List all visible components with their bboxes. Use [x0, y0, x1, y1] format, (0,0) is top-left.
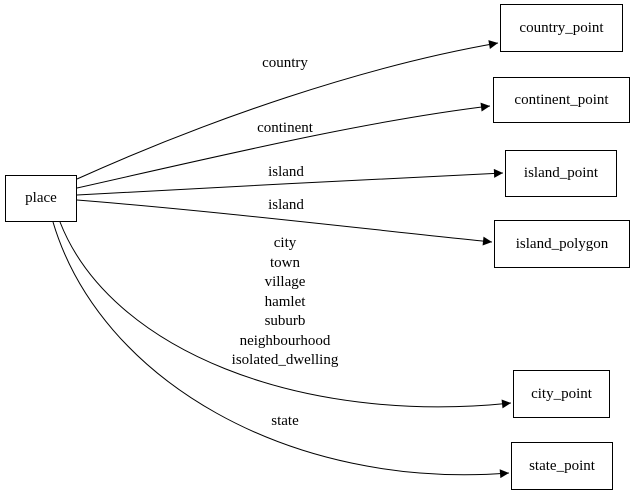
edge-label-city-line: city	[273, 235, 297, 251]
node-island-polygon: island_polygon	[494, 220, 630, 268]
edge-label-island-polygon: island	[268, 197, 304, 213]
edge-place-island-polygon	[76, 199, 493, 246]
edge-label-town-line: town	[270, 254, 300, 271]
node-island-point: island_point	[505, 150, 617, 197]
edge-label-state: state	[271, 413, 299, 429]
edge-place-state-point	[52, 221, 510, 479]
node-island-point-label: island_point	[523, 165, 599, 181]
edge-label-isolated-dwelling-line: isolated_dwelling	[231, 352, 339, 368]
edge-label-country: country	[262, 55, 308, 71]
node-place-label: place	[25, 190, 57, 206]
node-city-point-label: city_point	[531, 385, 592, 402]
edge-place-continent-point	[76, 102, 491, 189]
node-state-point-label: state_point	[529, 457, 595, 474]
edge-place-city-point	[59, 221, 512, 409]
edge-label-city-point: city town village hamlet suburb neighbou…	[232, 234, 339, 371]
edge-place-country-point	[76, 40, 499, 180]
node-place: place	[5, 175, 77, 222]
node-country-point: country_point	[500, 4, 623, 52]
edge-label-island-point: island	[268, 164, 304, 180]
node-country-point-label: country_point	[519, 19, 604, 36]
node-island-polygon-label: island_polygon	[515, 235, 609, 252]
edge-label-continent: continent	[257, 120, 313, 136]
node-continent-point-label: continent_point	[514, 91, 609, 108]
edge-label-suburb-line: suburb	[264, 313, 306, 329]
node-continent-point: continent_point	[493, 77, 630, 123]
node-state-point: state_point	[511, 442, 613, 490]
edge-label-hamlet-line: hamlet	[264, 293, 306, 310]
edge-label-neighbourhood-line: neighbourhood	[239, 332, 331, 349]
node-city-point: city_point	[513, 370, 610, 418]
edge-label-village-line: village	[264, 274, 306, 290]
edge-place-island-point	[76, 168, 504, 196]
